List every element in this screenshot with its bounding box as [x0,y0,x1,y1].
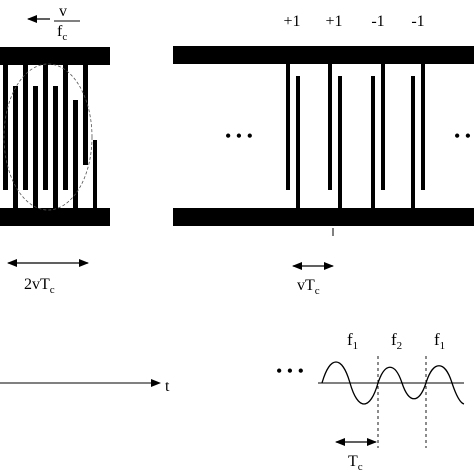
right-finger [381,64,385,190]
right-top-plate [173,46,474,64]
velocity-numerator: v [59,3,67,20]
left-finger [73,100,78,208]
left-finger [63,65,68,190]
left-width-label: 2vTc [24,276,55,296]
left-finger [13,86,18,208]
right-finger [371,76,375,208]
right-electrode-fingers [286,64,425,208]
left-electrode-fingers [3,65,97,208]
left-finger [43,65,48,190]
polarity-label: -1 [411,13,424,30]
signal-ellipsis: • • • [276,361,304,381]
left-finger [23,65,28,190]
polarity-label: -1 [371,13,384,30]
right-width-label: vTc [297,277,320,297]
right-bottom-plate [173,208,474,226]
left-bottom-plate [0,208,110,226]
timeline: t [0,378,170,395]
frequency-label-f1-second: f1 [434,330,445,352]
right-finger [286,64,290,190]
frequency-label-f1: f1 [347,330,358,352]
polarity-label: +1 [283,13,300,30]
right-ellipsis-right: • • [454,126,471,146]
right-finger [338,76,342,208]
right-finger [328,64,332,190]
left-finger [33,86,38,208]
right-finger [296,76,300,208]
polarity-label: +1 [325,13,342,30]
right-finger [421,64,425,190]
left-finger [3,65,8,190]
right-ellipsis-left: • • • [225,126,253,146]
left-finger [93,140,97,208]
frequency-label-f2: f2 [391,330,402,352]
right-finger [411,76,415,208]
velocity-denominator: fc [57,23,67,43]
left-finger [83,65,88,165]
sine-wave [321,361,465,405]
period-label: Tc [348,453,363,473]
signal-panel: • • • f1 f2 f1 Tc [276,330,465,473]
left-top-plate [0,47,110,65]
left-dashed-ellipse [3,63,93,211]
left-finger [53,86,58,208]
time-axis-label: t [165,378,170,395]
left-panel: v fc 2vTc [0,3,110,296]
right-panel: +1 +1 -1 -1 • • • • • vTc [173,13,474,297]
